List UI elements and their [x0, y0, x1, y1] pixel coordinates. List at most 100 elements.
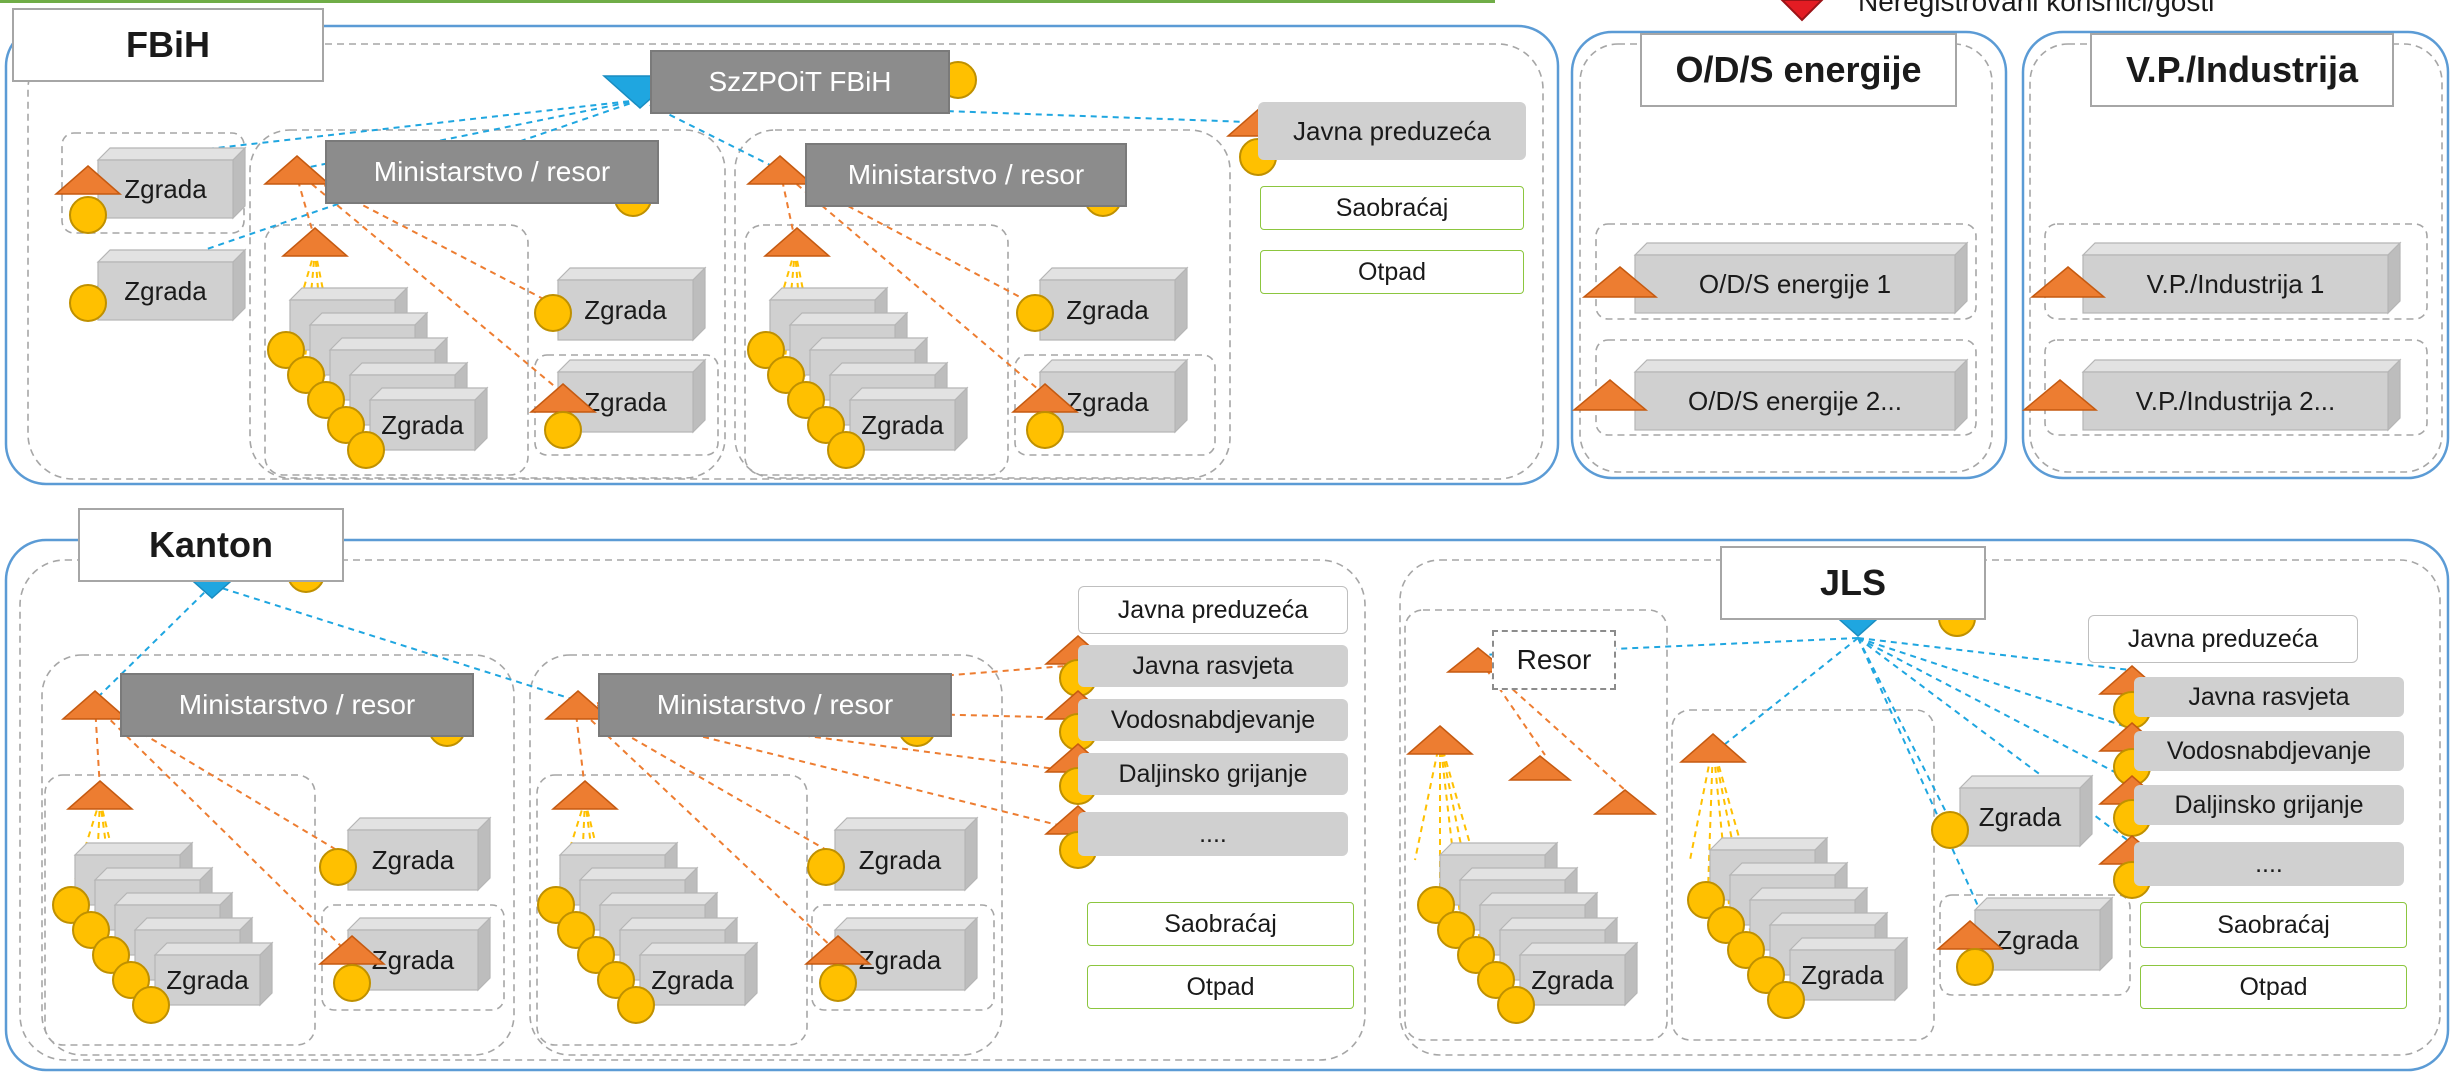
jls-stack-1-circle-2 — [1457, 936, 1495, 974]
fbih-stack1-triangle-icon — [281, 227, 349, 257]
jls-otpad: Otpad — [2140, 965, 2407, 1009]
connector-line — [94, 704, 346, 951]
ods-item-2: O/D/S energije 2... — [1633, 358, 1969, 432]
kanton-stack-1-circle-2 — [92, 936, 130, 974]
fbih-ministry-1: Ministarstvo / resor — [325, 140, 659, 204]
kanton-circle-c — [807, 848, 845, 886]
kanton-daljinsko-grijanje: Daljinsko grijanje — [1078, 753, 1348, 795]
fbih-circle-c — [534, 294, 572, 332]
jls-stack-1-stack-4-label: Zgrada — [1531, 965, 1614, 995]
fbih-min2-triangle-icon — [746, 155, 814, 185]
jls-building-b: Zgrada — [1973, 896, 2114, 972]
kanton-stack-2-circle-4 — [617, 986, 655, 1024]
kanton-ministry-1: Ministarstvo / resor — [120, 673, 474, 737]
fbih-ministry-2: Ministarstvo / resor — [805, 143, 1127, 207]
ods-item-1-label: O/D/S energije 1 — [1699, 269, 1891, 299]
jls-building-a-label: Zgrada — [1979, 802, 2062, 832]
jls-stack-2-circle-2 — [1727, 931, 1765, 969]
jls-stack2-triangle-icon — [1679, 733, 1747, 763]
kanton-stack-2-circle-0 — [537, 886, 575, 924]
jls-daljinsko-grijanje: Daljinsko grijanje — [2134, 785, 2404, 825]
kanton-saobracaj: Saobraćaj — [1087, 902, 1354, 946]
buildings: ZgradaZgradaZgradaZgradaZgradaZgradaZgra… — [73, 146, 2402, 1007]
kanton-building-a-label: Zgrada — [372, 845, 455, 875]
connector-line — [294, 99, 641, 171]
fbih-building-b: Zgrada — [96, 248, 247, 322]
fbih-circle-a — [69, 196, 107, 234]
fbih-building-a-label: Zgrada — [124, 174, 207, 204]
connector-line — [574, 704, 1079, 719]
fbih-stack-1-circle-1 — [287, 356, 325, 394]
legend-red-diamond-icon — [1780, 0, 1824, 22]
fbih-building-f-label: Zgrada — [1066, 387, 1149, 417]
fbih-stack-1-circle-4 — [347, 431, 385, 469]
ods-item-2-label: O/D/S energije 2... — [1688, 386, 1902, 416]
fbih-javna-preduzeca: Javna preduzeća — [1258, 102, 1526, 160]
fbih-building-c-label: Zgrada — [584, 295, 667, 325]
connector-line — [1857, 637, 2131, 729]
kanton-otpad: Otpad — [1087, 965, 1354, 1009]
jls-building-b-label: Zgrada — [1996, 925, 2079, 955]
kanton-circle-b — [333, 964, 371, 1002]
kanton-stack-1-circle-4 — [132, 986, 170, 1024]
fbih-stack-1-stack-4: Zgrada — [368, 386, 489, 452]
legend-label: Neregistrovani korisnici/gosti — [1858, 0, 2215, 17]
kanton-stack-1-stack-4-label: Zgrada — [166, 965, 249, 995]
jls-saobracaj: Saobraćaj — [2140, 902, 2407, 948]
jls-javna-preduzeca: Javna preduzeća — [2088, 615, 2358, 663]
jls-building-a: Zgrada — [1958, 774, 2094, 848]
connector-line — [94, 584, 213, 701]
connector-line — [294, 169, 566, 396]
connector-line — [1857, 637, 2131, 671]
kanton-circle-d — [819, 964, 857, 1002]
fbih-circle-f — [1026, 411, 1064, 449]
kanton-building-a: Zgrada — [346, 816, 492, 892]
kanton-stack1-triangle-icon — [66, 780, 134, 810]
kanton-javna-preduzeca: Javna preduzeća — [1078, 586, 1348, 634]
kanton-stack2-triangle-icon — [551, 780, 619, 810]
jls-title: JLS — [1720, 546, 1986, 620]
jls-stack-2-stack-4-label: Zgrada — [1801, 960, 1884, 990]
jls-circle-b — [1956, 948, 1994, 986]
connector-line — [574, 664, 1079, 706]
fbih-triangle-a — [54, 165, 122, 195]
kanton-stack-2-circle-3 — [597, 961, 635, 999]
ods-title: O/D/S energije — [1640, 33, 1957, 107]
connector-line — [211, 584, 576, 701]
jls-more: .... — [2134, 842, 2404, 886]
ods-item-2-triangle-icon — [1571, 379, 1649, 411]
fbih-circle-e — [1016, 294, 1054, 332]
connector-line — [1707, 744, 1714, 891]
connector-line — [1857, 637, 1951, 821]
jls-resor-box: Resor — [1492, 630, 1616, 690]
fbih-stack-1-circle-0 — [267, 331, 305, 369]
fbih-circle-d — [544, 411, 582, 449]
connector-line — [794, 249, 826, 401]
jls-stack-1-stack-4: Zgrada — [1518, 941, 1639, 1007]
fbih-building-d: Zgrada — [556, 358, 707, 434]
connector-line — [1857, 637, 2131, 843]
kanton-stack-2-circle-1 — [557, 911, 595, 949]
kanton-stack-1-stack-4: Zgrada — [153, 941, 274, 1007]
vp-item-2-label: V.P./Industrija 2... — [2136, 386, 2335, 416]
jls-stack-1-circle-4 — [1497, 986, 1535, 1024]
jls-stack-2-circle-0 — [1687, 881, 1725, 919]
jls-stack-2-circle-1 — [1707, 906, 1745, 944]
fbih-stack-2-circle-0 — [747, 331, 785, 369]
fbih-frame — [4, 24, 1560, 486]
ods-frame — [1570, 30, 2008, 480]
jls-vodosnabdjevanje: Vodosnabdjevanje — [2134, 731, 2404, 771]
kanton-building-c: Zgrada — [833, 816, 979, 892]
kanton-stack-2-stack-4: Zgrada — [638, 941, 759, 1007]
kanton-ministry-2: Ministarstvo / resor — [598, 673, 952, 737]
vp-item-1-triangle-icon — [2029, 266, 2107, 298]
kanton-stack-2-stack-4-label: Zgrada — [651, 965, 734, 995]
kanton-stack-2-circle-2 — [577, 936, 615, 974]
ods-item-1-triangle-icon — [1581, 266, 1659, 298]
fbih-saobracaj: Saobraćaj — [1260, 186, 1524, 230]
lower-frame — [4, 538, 2450, 1072]
fbih-stack-1-stack-4-label: Zgrada — [381, 410, 464, 440]
jls-stack-2-circle-3 — [1747, 956, 1785, 994]
kanton-building-b-label: Zgrada — [372, 945, 455, 975]
